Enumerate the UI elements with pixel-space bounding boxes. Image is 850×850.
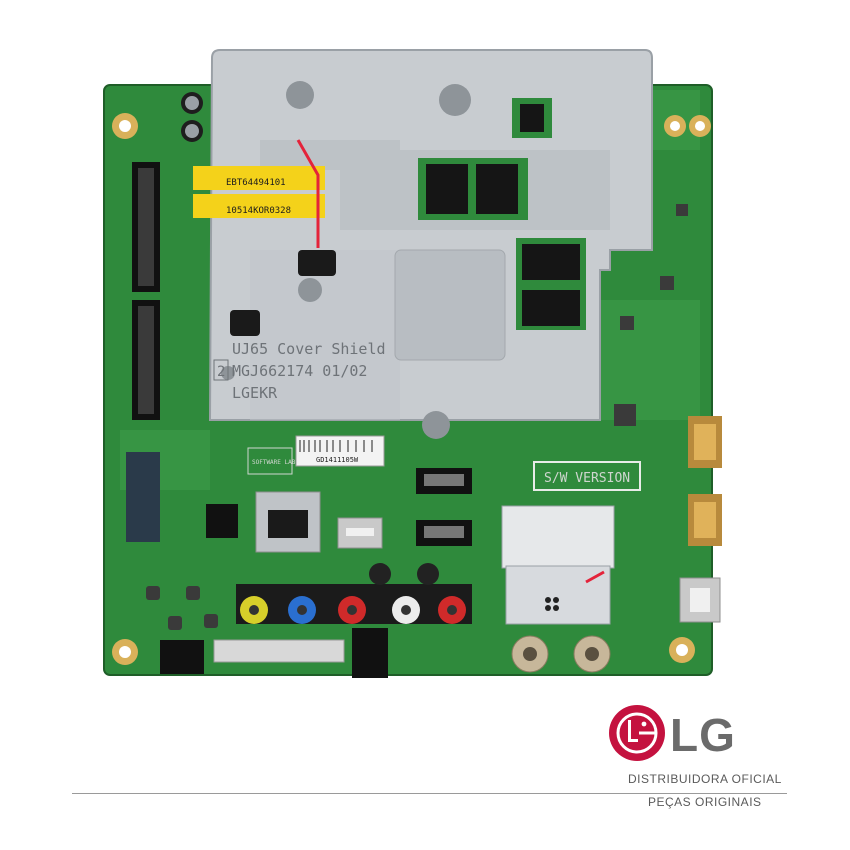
lg-logo-icon bbox=[609, 705, 665, 761]
shield-text-line1: UJ65 Cover Shield bbox=[232, 340, 386, 358]
label-top-text: EBT64494101 bbox=[226, 178, 286, 188]
memory-chips bbox=[418, 98, 586, 330]
software-label-text: SOFTWARE LABEL bbox=[252, 459, 303, 466]
lvds-connectors bbox=[132, 162, 160, 420]
pecas-originais-text: PEÇAS ORIGINAIS bbox=[648, 795, 762, 809]
divider-line bbox=[72, 793, 787, 794]
ethernet-port bbox=[255, 491, 321, 553]
lg-logo-text: LG bbox=[670, 709, 736, 761]
shield-text-line3: LGEKR bbox=[232, 384, 278, 402]
lg-brand-block: LG DISTRIBUIDORA OFICIAL PEÇAS ORIGINAIS bbox=[600, 700, 790, 820]
rca-jacks bbox=[236, 563, 472, 624]
hdmi-ports bbox=[416, 416, 722, 546]
tuner-module bbox=[501, 505, 615, 673]
distribuidora-text: DISTRIBUIDORA OFICIAL bbox=[628, 772, 782, 786]
mounting-holes bbox=[112, 113, 711, 665]
label-bottom-text: 10514KOR0328 bbox=[226, 206, 291, 216]
serial-labels: EBT64494101 10514KOR0328 bbox=[193, 139, 325, 248]
capacitors bbox=[181, 92, 203, 142]
usb-ports bbox=[337, 517, 721, 623]
sw-version-text: S/W VERSION bbox=[544, 471, 630, 486]
shield-text-line2: MGJ662174 01/02 bbox=[232, 362, 367, 380]
shield-mark: 2 bbox=[217, 364, 225, 380]
shield-holes bbox=[221, 81, 471, 439]
barcode-text: GD1411105W bbox=[316, 456, 359, 464]
